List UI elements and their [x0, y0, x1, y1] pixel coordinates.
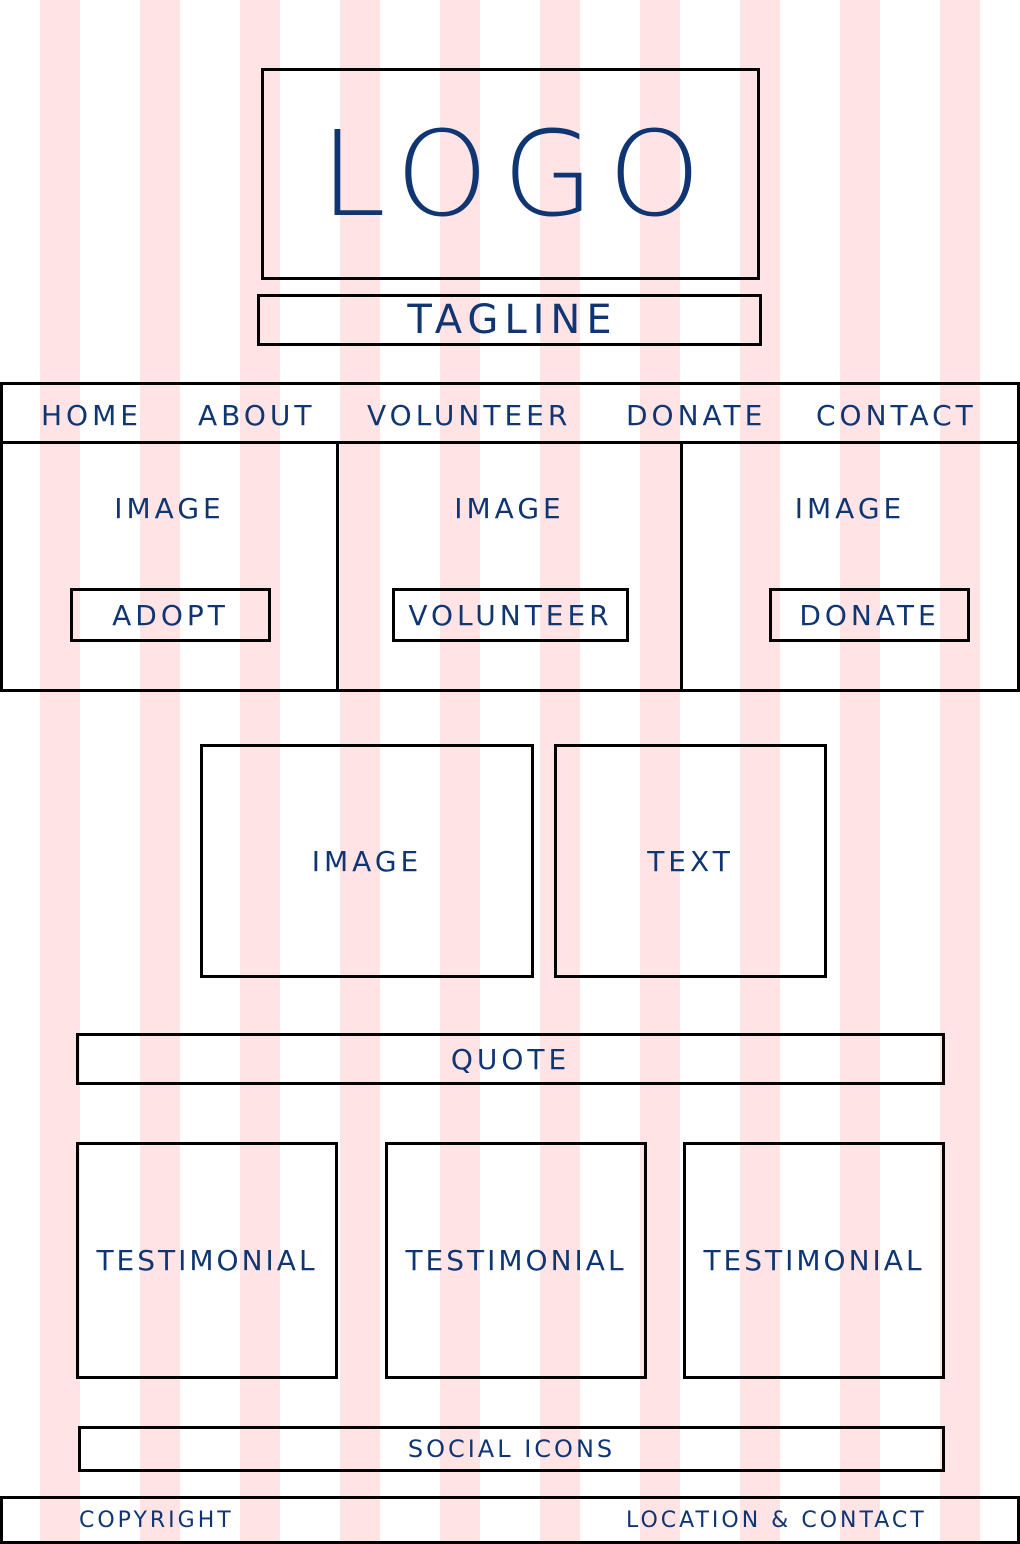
donate-button[interactable]: DONATE: [769, 588, 970, 642]
testimonial-card: TESTIMONIAL: [76, 1142, 338, 1379]
nav-item-about[interactable]: ABOUT: [198, 399, 316, 432]
panel-adopt: IMAGE ADOPT: [0, 441, 339, 692]
copyright-text: COPYRIGHT: [79, 1508, 234, 1533]
nav-item-volunteer[interactable]: VOLUNTEER: [367, 399, 572, 432]
logo-text: LOGO: [320, 105, 715, 243]
panel-volunteer: IMAGE VOLUNTEER: [336, 441, 683, 692]
nav-item-contact[interactable]: CONTACT: [816, 399, 977, 432]
logo-box[interactable]: LOGO: [261, 68, 760, 280]
main-nav: HOME ABOUT VOLUNTEER DONATE CONTACT: [0, 382, 1020, 444]
feature-text: TEXT: [554, 744, 827, 978]
testimonial-card: TESTIMONIAL: [683, 1142, 945, 1379]
panel-image-placeholder: IMAGE: [114, 492, 225, 525]
nav-item-home[interactable]: HOME: [41, 399, 142, 432]
quote-box: QUOTE: [76, 1033, 945, 1085]
footer: COPYRIGHT LOCATION & CONTACT: [0, 1496, 1020, 1544]
testimonial-card: TESTIMONIAL: [385, 1142, 647, 1379]
feature-image-label: IMAGE: [311, 844, 423, 878]
social-icons-bar[interactable]: SOCIAL ICONS: [78, 1426, 945, 1472]
feature-text-label: TEXT: [647, 844, 734, 878]
grid-edge: [980, 0, 1020, 1544]
panel-image-placeholder: IMAGE: [794, 492, 906, 525]
panel-image-placeholder: IMAGE: [454, 492, 565, 525]
quote-label: QUOTE: [450, 1042, 571, 1076]
feature-image: IMAGE: [200, 744, 534, 978]
location-contact-link[interactable]: LOCATION & CONTACT: [626, 1508, 927, 1533]
tagline-box: TAGLINE: [257, 294, 762, 346]
testimonial-label: TESTIMONIAL: [405, 1244, 627, 1277]
tagline-text: TAGLINE: [407, 297, 618, 343]
adopt-button[interactable]: ADOPT: [70, 588, 271, 642]
social-icons-label: SOCIAL ICONS: [407, 1435, 616, 1463]
testimonial-label: TESTIMONIAL: [703, 1244, 925, 1277]
panel-donate: IMAGE DONATE: [680, 441, 1020, 692]
volunteer-button[interactable]: VOLUNTEER: [392, 588, 629, 642]
nav-item-donate[interactable]: DONATE: [626, 399, 767, 432]
testimonial-label: TESTIMONIAL: [96, 1244, 318, 1277]
